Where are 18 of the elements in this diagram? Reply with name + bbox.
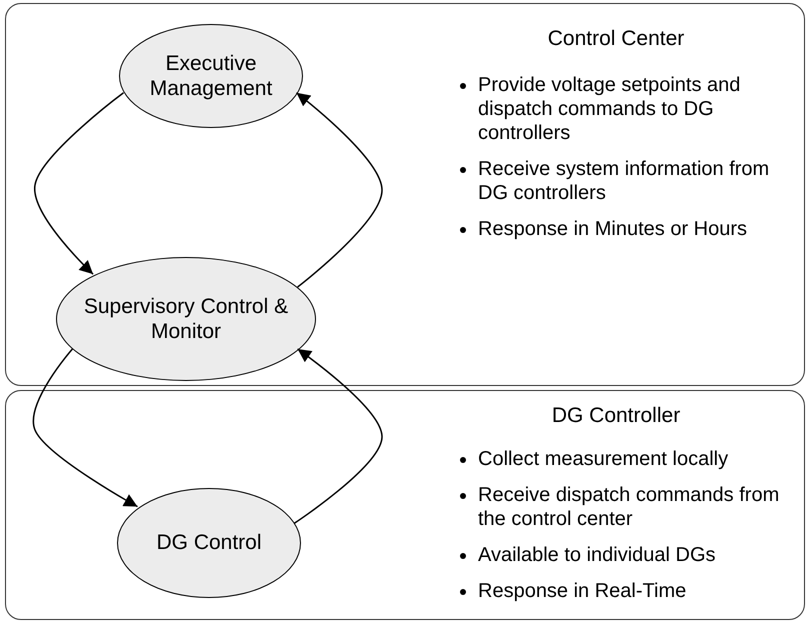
bullet-text: Receive dispatch commands from the control center xyxy=(478,484,780,530)
arrow xyxy=(32,348,138,508)
panel-heading: Control Center xyxy=(546,27,686,51)
panel-heading: DG Controller xyxy=(550,404,682,428)
ellipse-label: DG Control xyxy=(156,530,262,556)
bullet-text: Collect measurement locally xyxy=(478,448,728,470)
arrow xyxy=(294,348,383,524)
arrow xyxy=(34,92,124,275)
bullet-text: Available to individual DGs xyxy=(478,544,716,566)
bullet-text: Provide voltage setpoints and dispatch commands to DG controllers xyxy=(478,74,740,144)
bullet-text: Receive system information from DG controllers xyxy=(478,158,770,204)
bullet-text: Response in Real-Time xyxy=(478,580,686,602)
arrow xyxy=(296,92,383,288)
ellipse-label: Executive Management xyxy=(148,50,274,102)
ellipse-label: Supervisory Control & Monitor xyxy=(82,294,290,344)
bullet-text: Response in Minutes or Hours xyxy=(478,218,748,240)
layer-panel xyxy=(5,390,805,620)
layer-panel xyxy=(5,3,805,386)
